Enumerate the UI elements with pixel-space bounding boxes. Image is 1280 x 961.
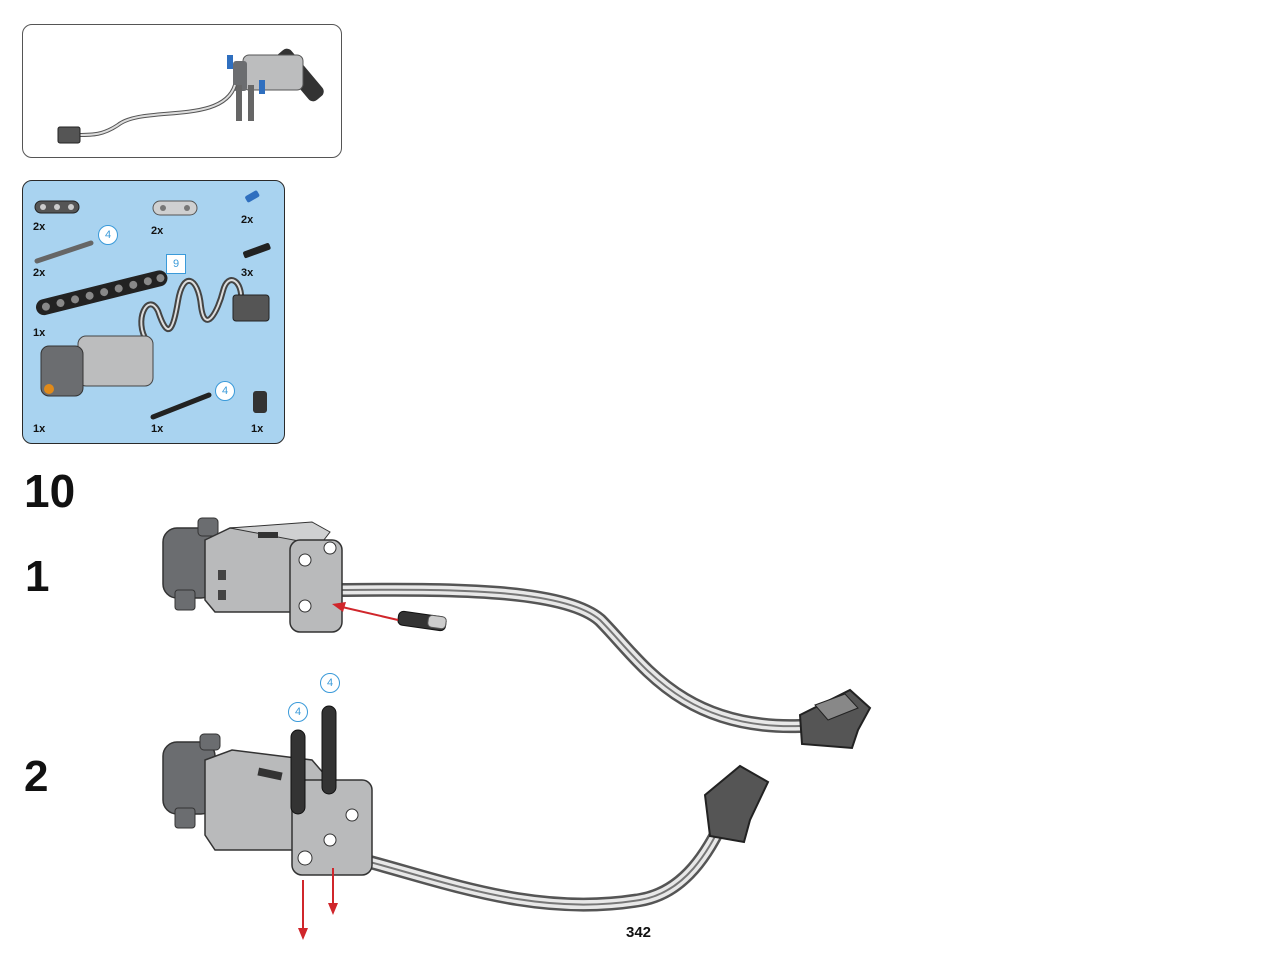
motor bbox=[162, 733, 373, 876]
axle-length-callout: 4 bbox=[215, 381, 235, 401]
qty-axle-4: 2x bbox=[33, 267, 46, 279]
substep-number: 1 bbox=[25, 552, 50, 601]
friction-pin bbox=[397, 610, 447, 632]
qty-thick-link: 2x bbox=[33, 221, 46, 233]
axle-length-callout: 4 bbox=[288, 702, 308, 722]
axle-right bbox=[321, 705, 337, 795]
preview-model-image bbox=[57, 48, 324, 144]
qty-beam-9: 1x bbox=[33, 327, 46, 339]
submodel-preview bbox=[22, 24, 342, 158]
qty-motor: 1x bbox=[33, 423, 46, 435]
motor bbox=[162, 517, 343, 633]
insert-arrow bbox=[341, 606, 399, 621]
qty-axle-4-single: 1x bbox=[151, 423, 164, 435]
qty-bush: 1x bbox=[251, 423, 264, 435]
parts-list: 2x 2x 2x 4 2x 3x 9 1x 4 1x 1x 1x bbox=[22, 180, 285, 444]
page-number: 342 bbox=[626, 924, 652, 941]
connector bbox=[798, 688, 872, 750]
axle-left bbox=[290, 729, 306, 815]
connector bbox=[703, 764, 770, 844]
beam-length-callout: 9 bbox=[166, 254, 186, 274]
axle-length-callout: 4 bbox=[98, 225, 118, 245]
axle-length-callout: 4 bbox=[320, 673, 340, 693]
substep-number: 2 bbox=[24, 752, 49, 801]
qty-black-pin: 3x bbox=[241, 267, 254, 279]
qty-cross-block: 2x bbox=[151, 225, 164, 237]
step-number: 10 bbox=[24, 465, 76, 517]
qty-blue-pin: 2x bbox=[241, 214, 254, 226]
parts-images bbox=[34, 190, 271, 420]
